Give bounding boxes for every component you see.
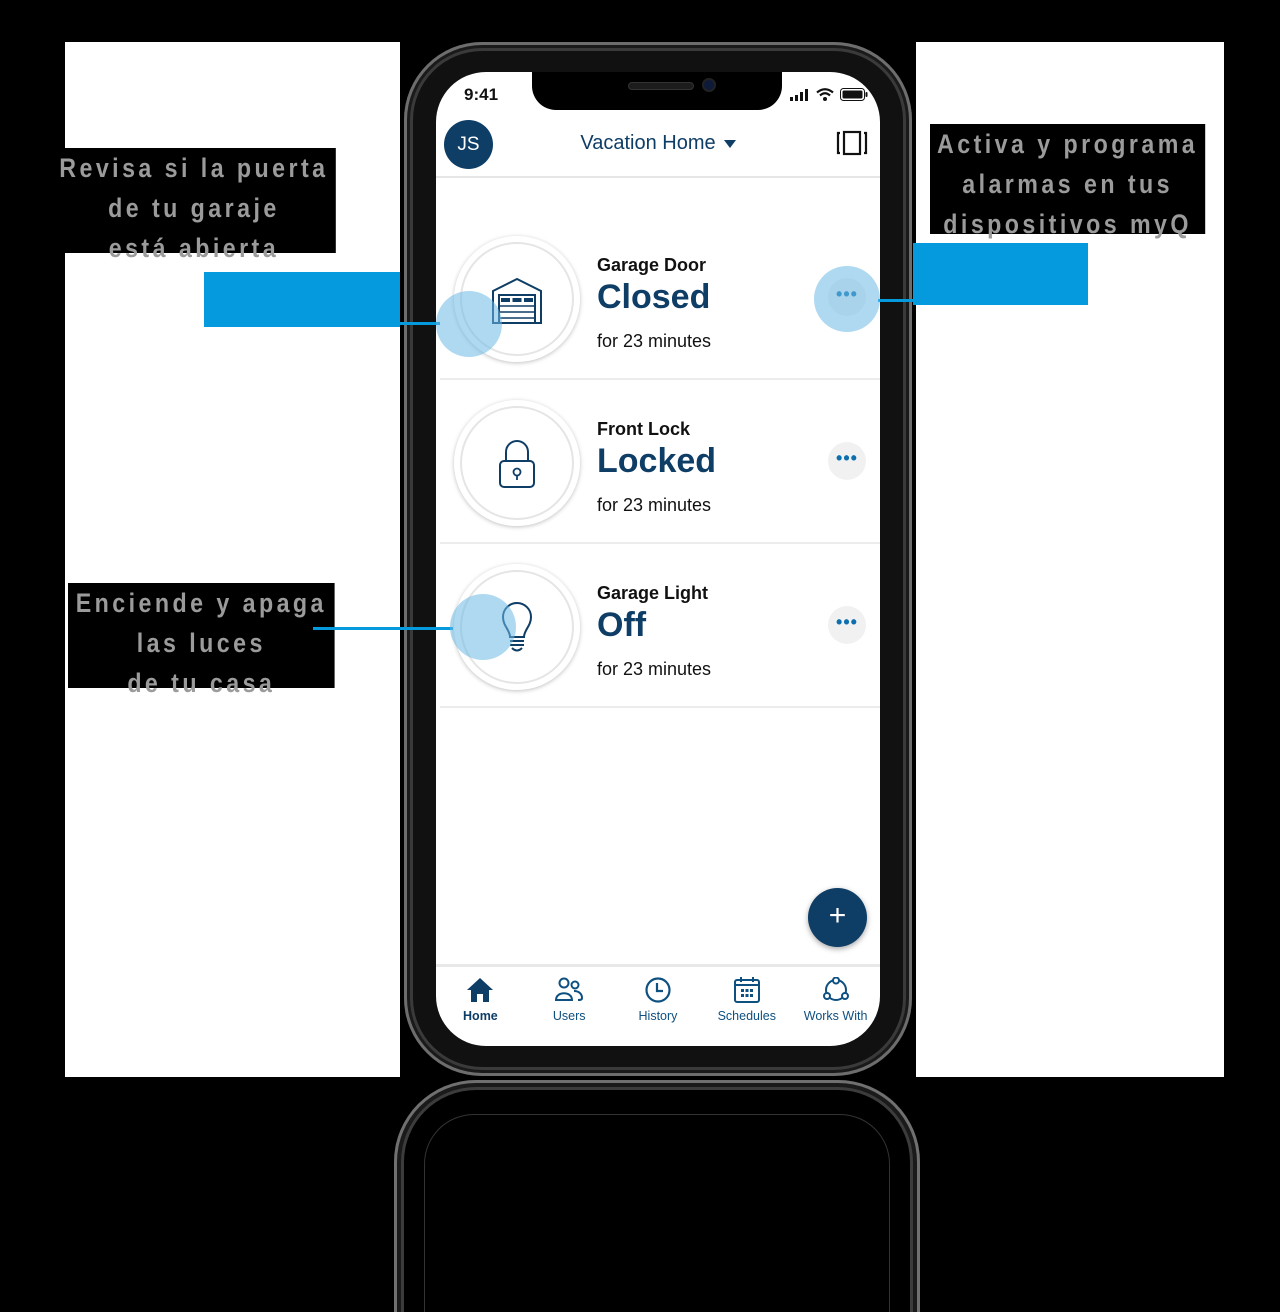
connector-line-garage xyxy=(400,322,440,325)
tab-home[interactable]: Home xyxy=(436,967,525,1046)
status-bar: 9:41 xyxy=(436,72,880,116)
garage-door-button[interactable] xyxy=(454,236,580,362)
location-name: Vacation Home xyxy=(580,132,716,154)
garage-door-icon xyxy=(492,277,542,324)
phone-reflection xyxy=(394,1080,920,1312)
calendar-icon xyxy=(733,977,760,1003)
device-row-front-lock[interactable]: Front Lock Locked for 23 minutes ••• xyxy=(440,380,880,544)
wifi-icon xyxy=(816,88,834,101)
tab-label: Works With xyxy=(803,1009,868,1023)
light-bulb-icon xyxy=(501,602,533,652)
status-time: 9:41 xyxy=(464,85,499,104)
more-options-button[interactable]: ••• xyxy=(828,442,866,480)
phone-screen: 9:41 JS Vacation Home xyxy=(436,72,880,1046)
works-with-icon xyxy=(822,977,849,1001)
tab-label: Schedules xyxy=(717,1009,776,1023)
more-options-button[interactable]: ••• xyxy=(828,606,866,644)
tab-schedules[interactable]: Schedules xyxy=(702,967,791,1046)
lock-icon xyxy=(499,440,535,488)
connector-line-alarms xyxy=(878,299,916,302)
add-device-button[interactable]: + xyxy=(808,888,867,947)
device-duration: for 23 minutes xyxy=(597,331,712,351)
device-state: Closed xyxy=(597,278,711,316)
tab-users[interactable]: Users xyxy=(525,967,614,1046)
device-name: Front Lock xyxy=(597,419,690,439)
device-duration: for 23 minutes xyxy=(597,495,712,515)
notch xyxy=(532,72,782,110)
caret-down-icon xyxy=(723,139,736,148)
annotation-alarms: Activa y programa alarmas en tus disposi… xyxy=(930,124,1206,239)
tab-works-with[interactable]: Works With xyxy=(791,967,880,1046)
tab-history[interactable]: History xyxy=(614,967,703,1046)
clock-icon xyxy=(645,977,671,1003)
avatar[interactable]: JS xyxy=(444,120,493,169)
camera-icon xyxy=(702,78,716,92)
device-name: Garage Door xyxy=(597,255,707,275)
battery-icon xyxy=(840,88,868,101)
app-header: JS Vacation Home xyxy=(436,116,880,178)
tab-bar: Home Users History xyxy=(436,964,880,1046)
more-options-button[interactable]: ••• xyxy=(828,278,866,316)
users-icon xyxy=(555,977,584,1001)
light-button[interactable] xyxy=(454,564,580,690)
annotation-lights: Enciende y apaga las luces de tu casa xyxy=(68,583,335,698)
device-duration: for 23 minutes xyxy=(597,659,712,679)
device-view-icon[interactable] xyxy=(836,130,868,156)
device-state: Locked xyxy=(597,442,717,480)
callout-block-alarms xyxy=(913,243,1088,305)
device-name: Garage Light xyxy=(597,583,709,603)
signal-icon xyxy=(790,88,808,101)
location-selector[interactable]: Vacation Home xyxy=(436,132,880,155)
tab-label: Users xyxy=(552,1009,586,1023)
annotation-garage-door: Revisa si la puerta de tu garaje está ab… xyxy=(52,148,336,263)
home-icon xyxy=(467,978,494,1002)
callout-block-garage xyxy=(204,272,400,327)
tab-label: Home xyxy=(463,1009,498,1023)
device-row-garage-door[interactable]: Garage Door Closed for 23 minutes ••• xyxy=(440,216,880,380)
connector-line-lights xyxy=(313,627,453,630)
device-state: Off xyxy=(597,606,647,644)
lock-button[interactable] xyxy=(454,400,580,526)
device-row-garage-light[interactable]: Garage Light Off for 23 minutes ••• xyxy=(440,544,880,708)
speaker-icon xyxy=(628,82,694,90)
tab-label: History xyxy=(638,1009,678,1023)
